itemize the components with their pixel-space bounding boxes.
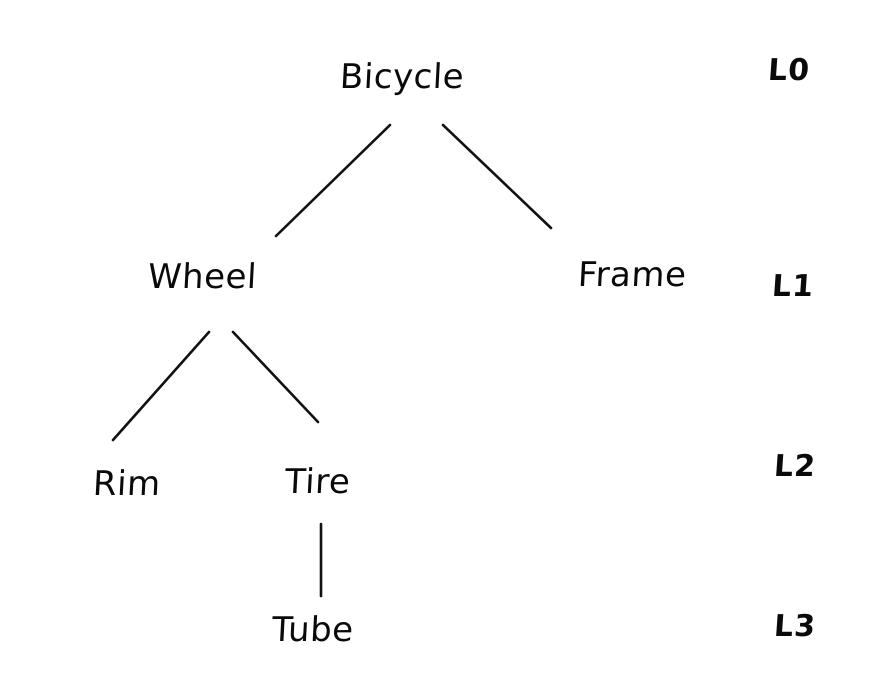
edge-wheel-tire bbox=[231, 330, 320, 424]
node-wheel: Wheel bbox=[146, 257, 259, 297]
edge-bicycle-wheel bbox=[274, 123, 392, 238]
edge-bicycle-frame bbox=[441, 123, 553, 230]
level-label-l0: L0 bbox=[766, 53, 812, 88]
node-tire: Tire bbox=[283, 462, 352, 502]
edge-wheel-rim bbox=[111, 330, 211, 442]
level-label-l3: L3 bbox=[772, 609, 818, 644]
level-label-l2: L2 bbox=[772, 449, 818, 484]
level-label-l1: L1 bbox=[770, 269, 816, 304]
node-tube: Tube bbox=[270, 610, 355, 650]
node-rim: Rim bbox=[91, 464, 162, 504]
node-bicycle: Bicycle bbox=[338, 57, 466, 97]
node-frame: Frame bbox=[576, 255, 688, 295]
